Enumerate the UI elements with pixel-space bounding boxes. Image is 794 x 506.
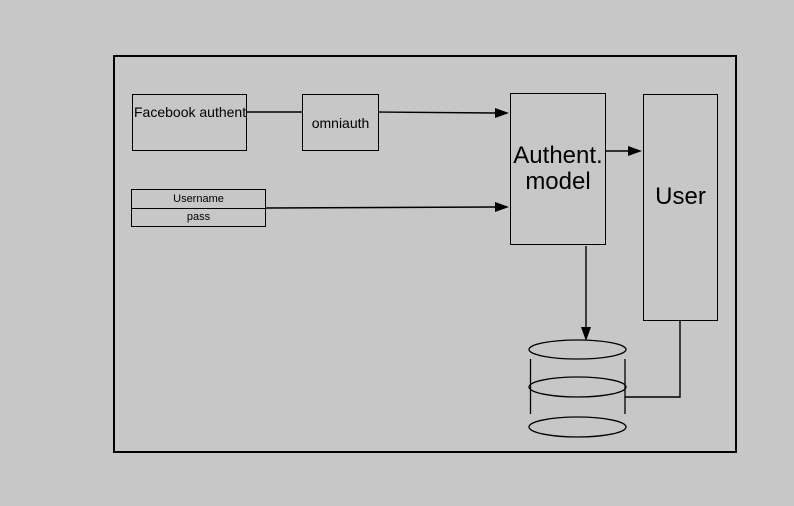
node-user-label: User xyxy=(655,182,706,210)
arrow-omniauth-to-authent-line xyxy=(378,111,497,114)
database-middle-ellipse xyxy=(528,376,627,398)
node-user: User xyxy=(643,94,718,321)
credentials-pass-cell: pass xyxy=(132,209,265,227)
database-bottom-ellipse xyxy=(528,416,627,438)
node-facebook-authent: Facebook authent xyxy=(132,94,247,151)
arrow-omniauth-to-authent-head xyxy=(495,108,509,118)
database-top-ellipse xyxy=(528,339,627,360)
node-authent-model-label-line1: Authent. xyxy=(513,142,603,169)
database-cylinder-icon xyxy=(528,339,627,438)
node-authent-model: Authent. model xyxy=(510,93,606,245)
node-facebook-authent-label: Facebook authent xyxy=(134,104,247,120)
node-authent-model-label-line2: model xyxy=(525,168,591,195)
arrow-credentials-to-authent-line xyxy=(265,206,497,209)
link-database-to-user xyxy=(625,321,681,398)
node-omniauth: omniauth xyxy=(302,94,379,151)
diagram-frame xyxy=(113,55,737,453)
credentials-username-label: Username xyxy=(173,192,224,205)
arrow-authent-to-database-head xyxy=(581,327,591,341)
credentials-pass-label: pass xyxy=(186,211,211,224)
node-omniauth-label: omniauth xyxy=(311,114,370,131)
arrow-authent-to-user-head xyxy=(628,146,642,156)
credentials-username-cell: Username xyxy=(132,190,265,209)
node-credentials: Username pass xyxy=(131,189,266,227)
arrow-credentials-to-authent-head xyxy=(495,202,509,212)
